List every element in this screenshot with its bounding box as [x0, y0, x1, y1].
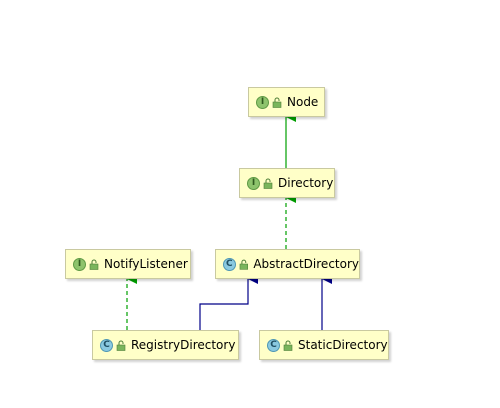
interface-icon: I [73, 257, 86, 271]
abstract-class-icon: C [223, 257, 236, 271]
lock-icon [283, 340, 293, 351]
class-icon: C [100, 338, 113, 352]
interface-icon: I [247, 176, 260, 190]
lock-icon [116, 340, 126, 351]
class-name: Directory [278, 176, 334, 190]
lock-icon [263, 178, 273, 189]
lock-icon [239, 259, 248, 270]
class-node-notifylistener[interactable]: I NotifyListener [65, 249, 191, 279]
class-node-abstractdirectory[interactable]: C AbstractDirectory [215, 249, 360, 279]
class-node-node[interactable]: I Node [248, 87, 325, 117]
class-icon: C [267, 338, 280, 352]
class-name: RegistryDirectory [131, 338, 236, 352]
lock-icon [272, 97, 282, 108]
edge-registrydirectory-extends-abstractdirectory [199, 274, 258, 330]
class-name: StaticDirectory [298, 338, 388, 352]
class-name: AbstractDirectory [253, 257, 359, 271]
class-name: NotifyListener [104, 257, 188, 271]
class-node-directory[interactable]: I Directory [239, 168, 335, 198]
class-node-staticdirectory[interactable]: C StaticDirectory [259, 330, 389, 360]
interface-icon: I [256, 95, 269, 109]
class-name: Node [287, 95, 319, 109]
lock-icon [89, 259, 99, 270]
class-node-registrydirectory[interactable]: C RegistryDirectory [92, 330, 239, 360]
